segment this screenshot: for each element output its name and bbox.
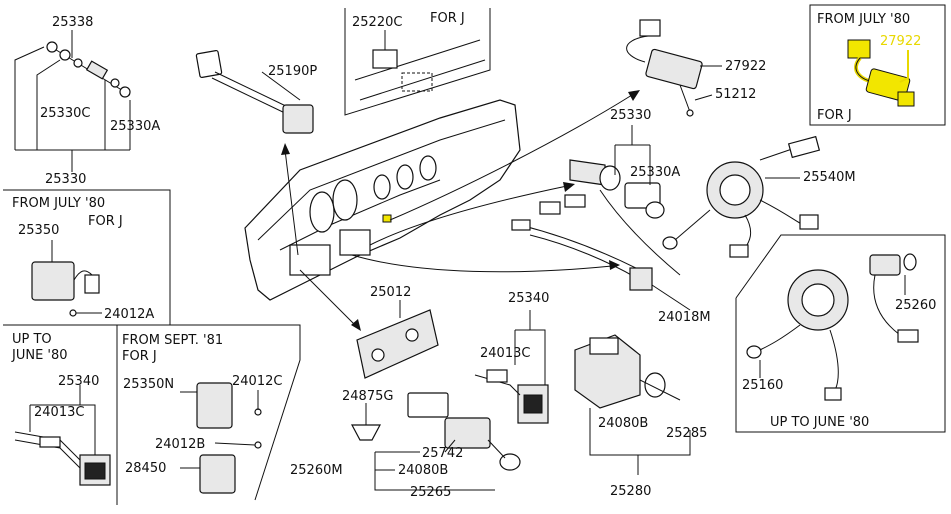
- inset-boxes: [3, 4, 946, 505]
- label-24080B-right: 24080B: [598, 416, 648, 431]
- note-for-j-topright: FOR J: [817, 108, 852, 123]
- inset-box-lower-left: [3, 324, 301, 501]
- label-51212: 51212: [715, 87, 756, 102]
- label-24013C-left: 24013C: [34, 405, 84, 420]
- note-up-to-june-80-right: UP TO JUNE '80: [770, 415, 869, 430]
- part-25540M-combination-switch: [662, 135, 821, 258]
- label-25340-left: 25340: [58, 374, 99, 389]
- label-25330C: 25330C: [40, 106, 90, 121]
- label-28450: 28450: [125, 461, 166, 476]
- note-up-to-left-line1: UP TO: [12, 332, 52, 347]
- label-25285: 25285: [666, 426, 707, 441]
- note-from-july-80-left: FROM JULY '80: [12, 196, 105, 211]
- part-25330-lighter: [569, 125, 681, 276]
- dashboard: [244, 99, 521, 301]
- label-25330-right: 25330: [610, 108, 651, 123]
- part-25220C: [354, 30, 486, 101]
- label-27922-highlighted: 27922: [880, 34, 921, 49]
- inset-box-for-j: [344, 8, 491, 116]
- note-for-j-left: FOR J: [88, 214, 123, 229]
- note-up-to-left-line2: JUNE '80: [11, 348, 68, 363]
- part-25340-center: [474, 310, 549, 424]
- inset-box-up-to-june-80-right: [735, 234, 946, 433]
- label-27922-top: 27922: [725, 59, 766, 74]
- part-25340-left: [14, 385, 111, 486]
- label-25265: 25265: [410, 485, 451, 500]
- note-from-july-80-top: FROM JULY '80: [817, 12, 910, 27]
- part-25190P: [195, 49, 314, 134]
- part-25330-assembly: [14, 30, 131, 172]
- part-labels: 25338 25330C 25330A 25330 FROM JULY '80 …: [11, 11, 936, 500]
- pointer-arrows: [281, 90, 640, 331]
- label-25280: 25280: [610, 484, 651, 499]
- label-25260: 25260: [895, 298, 936, 313]
- label-25350: 25350: [18, 223, 59, 238]
- label-25742: 25742: [422, 446, 463, 461]
- label-25330A-left: 25330A: [110, 119, 160, 134]
- label-25540M: 25540M: [803, 170, 856, 185]
- note-from-sept-81: FROM SEPT. '81: [122, 333, 223, 348]
- inset-box-from-july-80-left: [3, 189, 171, 325]
- part-25012-panel: [356, 300, 439, 379]
- label-25350N: 25350N: [123, 377, 174, 392]
- label-25330-left: 25330: [45, 172, 86, 187]
- part-27922-resistor: [626, 19, 722, 117]
- part-25160-25260: [746, 253, 919, 401]
- label-24012C: 24012C: [232, 374, 282, 389]
- label-24875G: 24875G: [342, 389, 393, 404]
- part-27922-highlighted: [847, 39, 915, 107]
- note-for-j-top: FOR J: [430, 11, 465, 26]
- inset-box-from-july-80-top: [809, 4, 946, 126]
- label-25340-center: 25340: [508, 291, 549, 306]
- label-24013C-center: 24013C: [480, 346, 530, 361]
- label-25260M: 25260M: [290, 463, 343, 478]
- label-25330A-right: 25330A: [630, 165, 680, 180]
- part-25350-relay: [31, 240, 102, 317]
- label-25012: 25012: [370, 285, 411, 300]
- label-24080B-center: 24080B: [398, 463, 448, 478]
- note-for-j-sept: FOR J: [122, 349, 157, 364]
- part-25280-switch: [574, 334, 691, 475]
- highlighted-part-location: [382, 214, 392, 223]
- label-24018M: 24018M: [658, 310, 711, 325]
- part-25742-switch: [374, 392, 521, 491]
- label-25160: 25160: [742, 378, 783, 393]
- part-24875G-clip: [351, 403, 381, 441]
- part-25350N: [180, 382, 262, 494]
- label-25338: 25338: [52, 15, 93, 30]
- label-25220C: 25220C: [352, 15, 402, 30]
- label-25190P: 25190P: [268, 64, 317, 79]
- part-24018M-harness: [511, 194, 691, 311]
- label-24012B: 24012B: [155, 437, 205, 452]
- label-24012A: 24012A: [104, 307, 154, 322]
